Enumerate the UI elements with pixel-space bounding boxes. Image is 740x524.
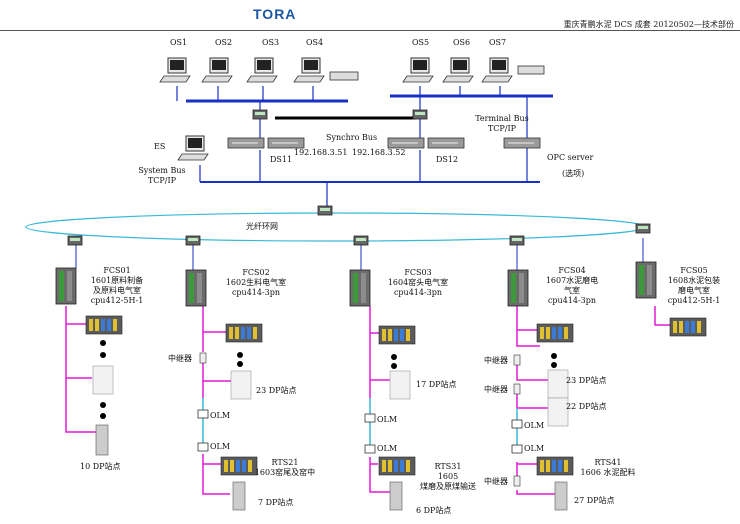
fcs04-dp2-count: 22 DP站点: [566, 402, 607, 411]
fcs04-dp1-count: 23 DP站点: [566, 376, 607, 385]
repeater-label: 中继器: [484, 477, 508, 486]
ds11-ip: 192.168.3.51: [294, 148, 348, 157]
header-divider: [0, 30, 740, 31]
olm-label: OLM: [377, 415, 398, 424]
rts21-dp-count: 7 DP站点: [258, 498, 294, 507]
os2-label: OS2: [215, 38, 233, 47]
opc-option-label: (选项): [562, 169, 585, 178]
fiber-ring-label: 光纤环网: [246, 222, 278, 231]
ds12-ip: 192.168.3.52: [352, 148, 406, 157]
os4-label: OS4: [306, 38, 324, 47]
repeater-label: 中继器: [484, 356, 508, 365]
tora-logo: TORA: [253, 6, 297, 22]
repeater-label: 中继器: [484, 385, 508, 394]
document-title: 重庆青鹏水泥 DCS 成套 20120502—技术部份: [563, 20, 734, 29]
olm-label: OLM: [524, 421, 545, 430]
fcs01-dp-count: 10 DP站点: [80, 462, 121, 471]
olm-label: OLM: [524, 444, 545, 453]
os5-label: OS5: [412, 38, 430, 47]
ds11-label: DS11: [270, 155, 293, 164]
es-label: ES: [154, 142, 166, 151]
olm-label: OLM: [210, 411, 231, 420]
opc-server-label: OPC server: [547, 153, 594, 162]
ds12-label: DS12: [436, 155, 459, 164]
os1-label: OS1: [170, 38, 188, 47]
synchro-bus-label: Synchro Bus: [326, 133, 378, 142]
fcs02-dp-count: 23 DP站点: [256, 386, 297, 395]
rts41-dp-count: 27 DP站点: [574, 496, 615, 505]
fcs03-dp-count: 17 DP站点: [416, 380, 457, 389]
olm-label: OLM: [210, 442, 231, 451]
rts31-dp-count: 6 DP站点: [416, 506, 452, 515]
olm-label: OLM: [377, 444, 398, 453]
repeater-label: 中继器: [168, 354, 192, 363]
os6-label: OS6: [453, 38, 471, 47]
os7-label: OS7: [489, 38, 507, 47]
os3-label: OS3: [262, 38, 280, 47]
